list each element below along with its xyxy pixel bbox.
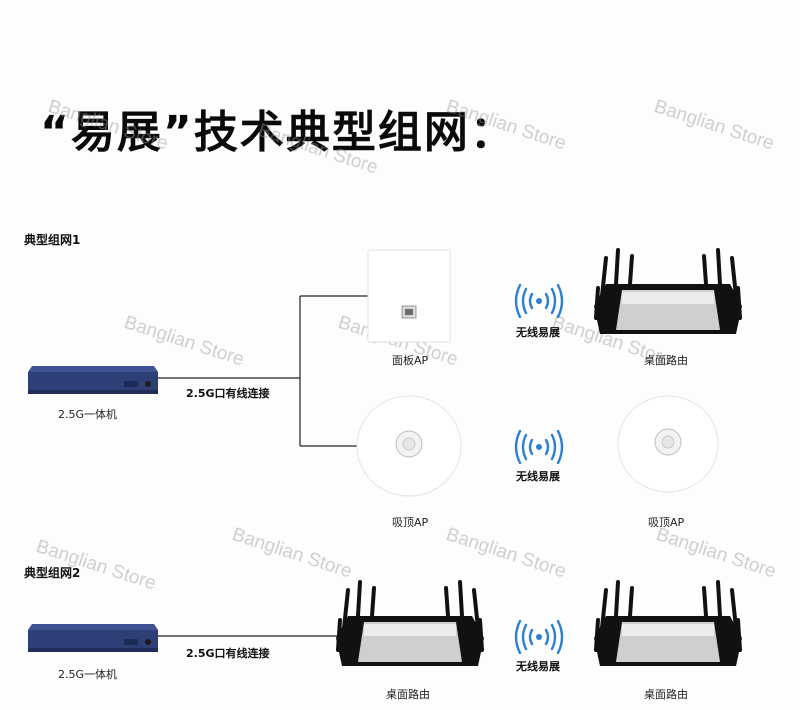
router-caption: 桌面路由 — [386, 688, 430, 701]
switch-device — [28, 366, 158, 394]
router-caption: 桌面路由 — [644, 354, 688, 367]
switch-device — [28, 624, 158, 652]
router-caption: 桌面路由 — [644, 688, 688, 701]
wireless-signal-icon — [514, 620, 564, 654]
switch-caption: 2.5G一体机 — [58, 668, 118, 681]
ceiling-ap — [356, 395, 462, 497]
desktop-router — [594, 580, 742, 666]
wireless-label: 无线易展 — [516, 660, 560, 673]
wireless-signal-icon — [514, 430, 564, 464]
network2-label: 典型组网2 — [24, 566, 81, 580]
desktop-router — [594, 248, 742, 334]
wall-ap-caption: 面板AP — [392, 354, 429, 367]
ceiling-ap-caption: 吸顶AP — [648, 516, 685, 529]
wired-link-label: 2.5G口有线连接 — [186, 647, 270, 660]
desktop-router — [336, 580, 484, 666]
network1-label: 典型组网1 — [24, 233, 81, 247]
ceiling-ap-caption: 吸顶AP — [392, 516, 429, 529]
wired-link-label: 2.5G口有线连接 — [186, 387, 270, 400]
wall-panel-ap — [367, 249, 451, 343]
diagram-title: “易展”技术典型组网： — [40, 107, 516, 158]
switch-caption: 2.5G一体机 — [58, 408, 118, 421]
wireless-signal-icon — [514, 284, 564, 318]
wireless-label: 无线易展 — [516, 326, 560, 339]
wireless-label: 无线易展 — [516, 470, 560, 483]
ceiling-ap — [617, 395, 719, 493]
